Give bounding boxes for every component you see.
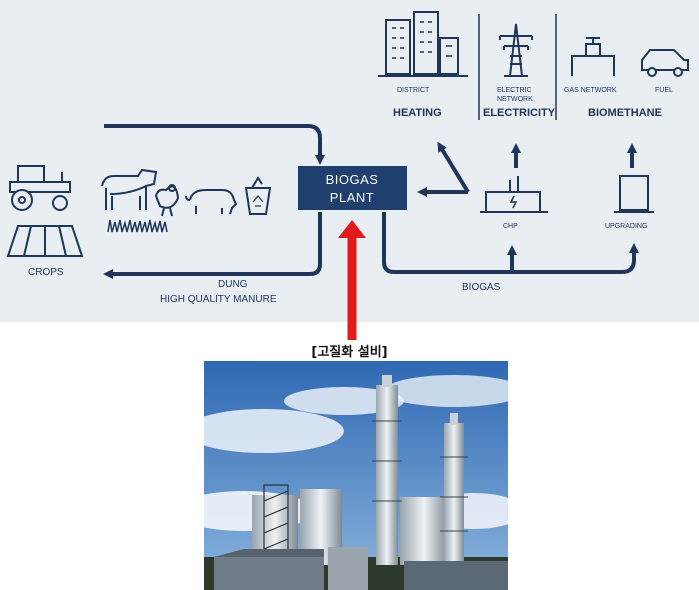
upgrading-label: UPGRADING [605, 223, 647, 230]
biogas-label: BIOGAS [462, 282, 501, 293]
plant-label-line2: PLANT [330, 190, 374, 205]
cow-icon [101, 168, 158, 210]
red-arrow-head [338, 220, 366, 238]
electric-label-line1: ELECTRIC [497, 87, 532, 94]
biomethane-label: BIOMETHANE [588, 107, 662, 119]
pig-icon [185, 189, 238, 215]
pylon-icon [499, 23, 533, 77]
field-icon [6, 225, 84, 257]
upgrading-icon [614, 175, 654, 213]
manure-label: HIGH QUALITY MANURE [160, 294, 277, 305]
electric-label-line2: NETWORK [497, 96, 533, 103]
recycle-bin-icon [244, 176, 272, 215]
tractor-icon [9, 165, 71, 211]
biogas-plant-box [298, 166, 407, 210]
gas-network-label: GAS NETWORK [564, 87, 617, 94]
chp-label: CHP [503, 223, 518, 230]
heating-label: HEATING [393, 107, 442, 119]
electricity-label: ELECTRICITY [483, 107, 556, 119]
district-buildings-icon [378, 11, 468, 77]
fuel-label: FUEL [655, 87, 673, 94]
photo-caption: [고질화 설비] [311, 345, 388, 360]
dung-label: DUNG [218, 279, 248, 290]
gas-network-icon [571, 37, 615, 76]
grass-icon [107, 219, 168, 233]
chicken-icon [154, 184, 180, 217]
biogas-flow-diagram: CROPS DUNG HIGH QUALITY MANURE BIOGAS PL… [6, 11, 689, 340]
district-label: DISTRICT [397, 87, 430, 94]
chp-icon [480, 176, 548, 213]
car-icon [641, 49, 689, 77]
plant-label-line1: BIOGAS [326, 172, 379, 187]
plant-photo [204, 361, 508, 590]
crops-label: CROPS [28, 267, 64, 278]
